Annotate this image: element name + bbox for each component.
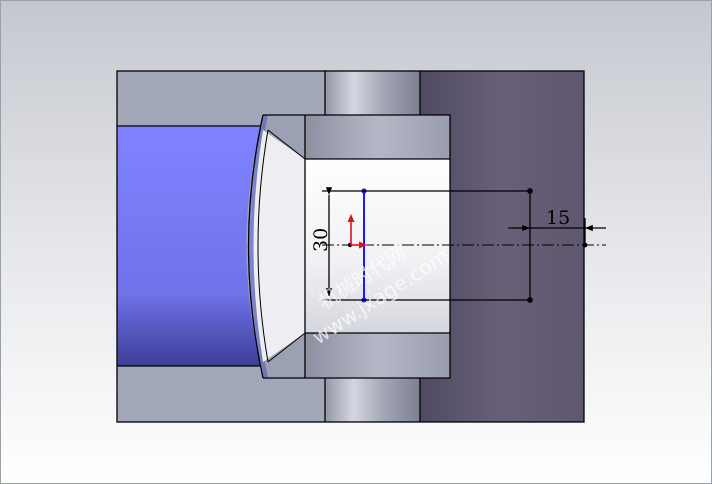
part-section-view[interactable]	[116, 70, 585, 423]
cavity-interior	[305, 159, 450, 333]
cavity-top-wall	[305, 115, 450, 159]
cavity-curved-edge	[253, 130, 305, 362]
sketch-origin-icon	[347, 214, 367, 249]
dimension-30-label[interactable]: 30	[310, 228, 332, 252]
bore-face	[117, 126, 261, 366]
dimension-15-label[interactable]: 15	[546, 207, 570, 229]
dimension-annotations[interactable]	[322, 187, 606, 303]
counterbore-curve	[248, 115, 268, 378]
cavity-bottom-wall	[305, 333, 450, 378]
